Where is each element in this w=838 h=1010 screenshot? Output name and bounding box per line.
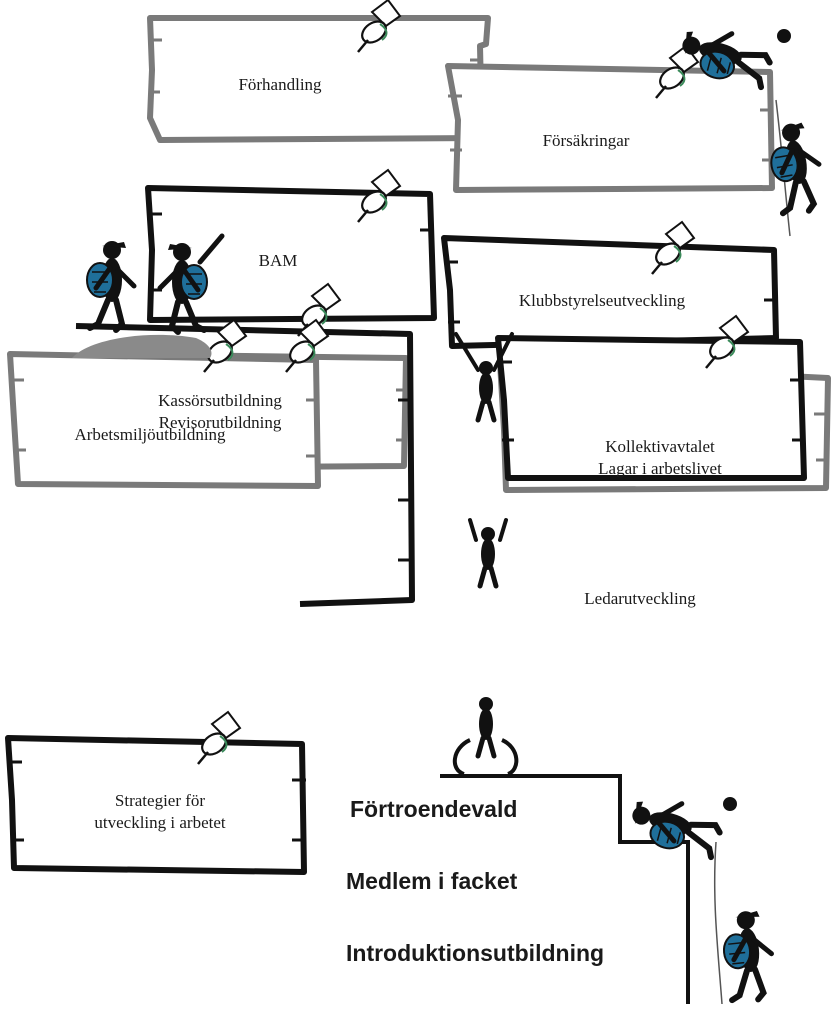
sign-label-line: Förhandling — [238, 75, 322, 94]
sign-ledarutveckling: Ledarutveckling — [540, 588, 740, 610]
sign-forhandling: Förhandling — [180, 74, 380, 96]
sign-strategier: Strategier för utveckling i arbetet — [60, 790, 260, 834]
sign-klubbstyrelseutveckling: Klubbstyrelseutveckling — [472, 290, 732, 312]
rock — [72, 334, 212, 358]
acrobat-tower-icon — [453, 332, 519, 776]
sign-kassor-revisor: Kassörsutbildning Revisorutbildning — [120, 390, 320, 434]
climber-icon — [720, 909, 776, 1002]
sign-label-line: Klubbstyrelseutveckling — [518, 291, 686, 310]
sign-label-line: Kassörsutbildning — [158, 391, 282, 410]
level-fortroendevald: Förtroendevald — [350, 796, 518, 822]
sign-label-line: utveckling i arbetet — [94, 813, 226, 832]
rope — [713, 841, 723, 1005]
sign-forsakringar-frame — [445, 63, 775, 193]
level-medlem: Medlem i facket — [346, 868, 518, 894]
climber-icon — [765, 120, 827, 216]
sign-label-line: Lagar i arbetslivet — [598, 459, 722, 478]
level-introduktionsutbildning: Introduktionsutbildning — [346, 940, 605, 966]
sign-ledarutveckling-frame — [495, 335, 807, 481]
staircase — [440, 774, 690, 1004]
sign-label-line: Försäkringar — [542, 131, 630, 150]
hiker-pair-icon — [87, 233, 225, 332]
climber-icon — [626, 792, 737, 860]
sign-label-line: Revisorutbildning — [158, 413, 282, 432]
sign-label-line: Kollektivavtalet — [605, 437, 715, 456]
sign-label-line: Arbetsmiljöutbildning — [74, 425, 226, 444]
sign-back-frame — [75, 323, 415, 607]
sign-kollektivavtalet: Kollektivavtalet Lagar i arbetslivet — [540, 436, 780, 480]
sign-label-line: Strategier för — [114, 791, 206, 810]
sign-label-line: BAM — [258, 251, 298, 270]
sign-forsakringar: Försäkringar — [486, 130, 686, 152]
sign-bam: BAM — [218, 250, 338, 272]
sign-strategier-frame — [5, 735, 307, 875]
sign-label-line: Ledarutveckling — [584, 589, 696, 608]
sign-arbetsmiljo: Arbetsmiljöutbildning — [30, 424, 270, 446]
climber-icon — [676, 22, 791, 90]
sign-arbetsmiljo-frame — [7, 351, 321, 489]
